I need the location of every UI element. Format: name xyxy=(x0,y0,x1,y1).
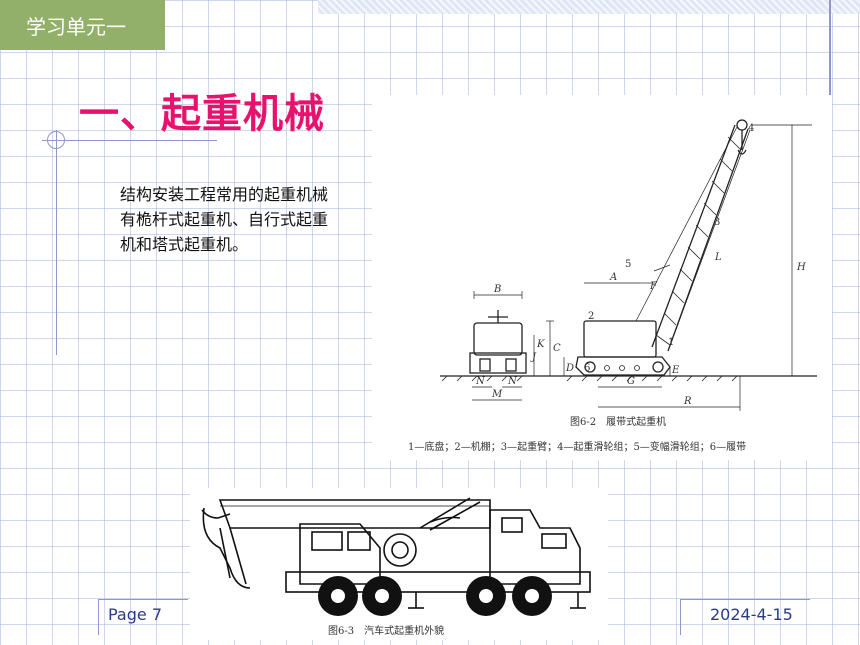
dim-b: B xyxy=(493,284,501,295)
body-text: 结构安装工程常用的起重机械有桅杆式起重机、自行式起重机和塔式起重机。 xyxy=(120,185,329,254)
slide-title: 一、起重机械 xyxy=(79,91,325,137)
dim-d: D xyxy=(565,363,574,374)
dim-n2: N xyxy=(507,376,518,387)
callout-3: 3 xyxy=(714,217,720,228)
unit-tab-label: 学习单元一 xyxy=(26,14,126,39)
right-decor-line xyxy=(829,0,831,96)
truck-wheels xyxy=(318,576,552,616)
dim-n1: N xyxy=(475,376,486,387)
dim-l: L xyxy=(714,252,722,263)
dim-c: C xyxy=(553,343,561,354)
crawler-crane-figure: B A F C D E J K H L G R N N M 1 2 3 4 xyxy=(372,95,832,460)
figure-6-2-legend: 1—底盘；2—机棚；3—起重臂；4—起重滑轮组；5—变幅滑轮组；6—履带 xyxy=(408,440,746,453)
unit-tab: 学习单元一 xyxy=(0,0,165,50)
left-vertical-rule xyxy=(56,130,57,355)
page-number: Page 7 xyxy=(108,605,162,624)
footer-date-frame xyxy=(680,599,810,635)
figure-6-3-caption: 图6-3 汽车式起重机外貌 xyxy=(328,624,444,637)
title-underline xyxy=(42,140,217,141)
callout-5: 5 xyxy=(625,259,631,270)
dim-m: M xyxy=(491,389,503,400)
dim-k: K xyxy=(536,339,545,350)
dim-e: E xyxy=(671,365,680,376)
dim-j: J xyxy=(530,352,537,363)
footer-page-frame xyxy=(98,599,188,635)
callout-1: 1 xyxy=(668,337,674,348)
truck-crane-drawing: 图6-3 汽车式起重机外貌 xyxy=(201,497,591,637)
footer-date: 2024-4-15 xyxy=(710,605,793,624)
dim-r: R xyxy=(683,396,692,407)
figure-6-2-caption: 图6-2 履带式起重机 xyxy=(570,415,666,428)
top-decor-band xyxy=(318,0,860,14)
dim-f: F xyxy=(649,281,658,292)
crawler-crane-drawing: B A F C D E J K H L G R N N M 1 2 3 4 xyxy=(408,119,817,453)
callout-6: 6 xyxy=(584,363,590,374)
dim-a: A xyxy=(609,272,617,283)
callout-4: 4 xyxy=(748,123,754,134)
callout-labels: 1 2 3 4 5 6 xyxy=(584,123,754,374)
callout-2: 2 xyxy=(588,311,594,322)
dim-h: H xyxy=(796,262,806,273)
dimension-labels: B A F C D E J K H L G R N N M xyxy=(475,252,806,407)
dim-g: G xyxy=(627,376,635,387)
truck-crane-figure: 图6-3 汽车式起重机外貌 xyxy=(190,488,608,640)
circle-decor-icon xyxy=(47,131,65,149)
